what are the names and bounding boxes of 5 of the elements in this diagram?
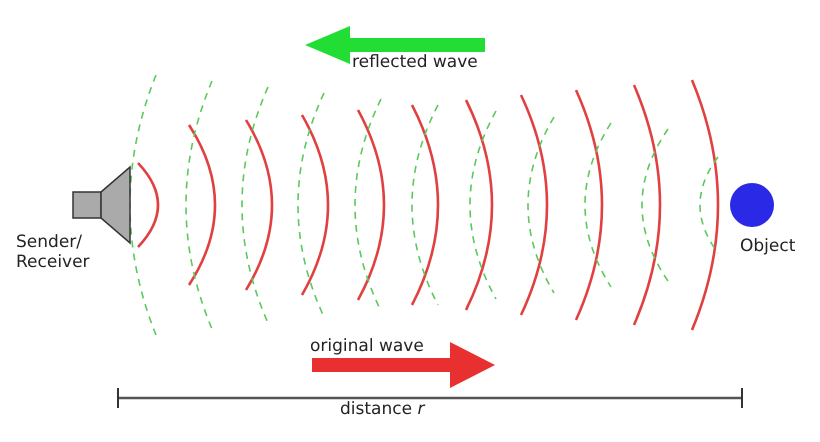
wave-label: reflected wave — [352, 52, 478, 72]
sender-label: Sender/ Receiver — [16, 232, 91, 272]
distance-label: distance r — [340, 399, 424, 419]
wave-label: original wave — [310, 336, 424, 356]
object-label: Object — [740, 236, 796, 256]
